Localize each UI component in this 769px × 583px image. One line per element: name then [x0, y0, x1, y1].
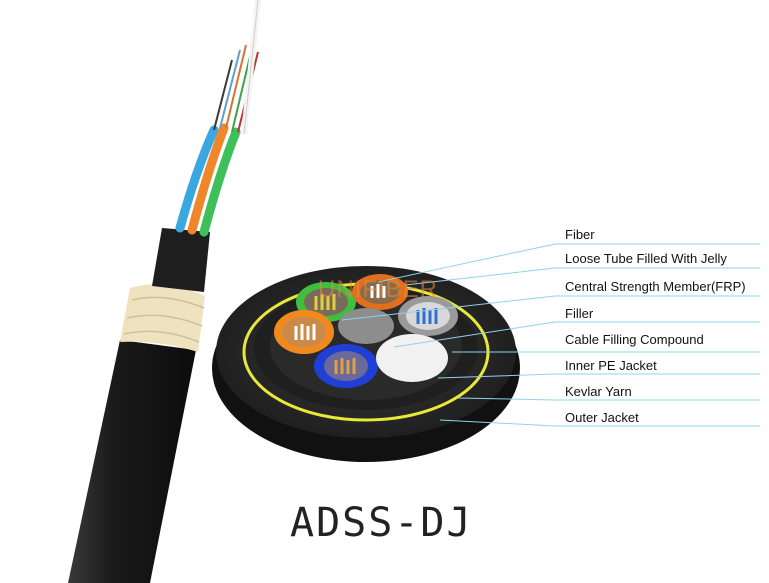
- leader-loose-tube: [404, 267, 760, 286]
- label-loose-tube: Loose Tube Filled With Jelly: [565, 251, 727, 266]
- filler-rod: [376, 334, 448, 382]
- leader-fiber: [377, 243, 760, 283]
- cable-side-view: [68, 0, 261, 583]
- label-fiber: Fiber: [565, 227, 595, 242]
- tube-blue-side: [175, 125, 219, 233]
- leader-kevlar: [457, 397, 760, 401]
- label-filling-compound: Cable Filling Compound: [565, 332, 704, 347]
- diagram-title: ADSS-DJ: [290, 500, 473, 546]
- cable-cross-section: [212, 266, 520, 462]
- outer-jacket-side: [68, 340, 196, 583]
- central-strength-member: [338, 308, 394, 344]
- leader-lines: [341, 243, 760, 427]
- leader-outer-jacket: [439, 419, 760, 427]
- label-filler: Filler: [565, 306, 594, 321]
- inner-jacket-side: [152, 228, 210, 292]
- label-outer-jacket: Outer Jacket: [565, 410, 639, 425]
- tube-green-side: [199, 127, 241, 237]
- label-kevlar: Kevlar Yarn: [565, 384, 632, 399]
- label-central-member: Central Strength Member(FRP): [565, 279, 746, 294]
- label-inner-jacket: Inner PE Jacket: [565, 358, 657, 373]
- leader-central-member: [341, 295, 760, 321]
- leader-filler: [393, 321, 760, 348]
- brand-watermark: UNIFIBER: [318, 276, 439, 303]
- leader-inner-jacket: [437, 373, 760, 379]
- tube-orange-side: [187, 123, 229, 235]
